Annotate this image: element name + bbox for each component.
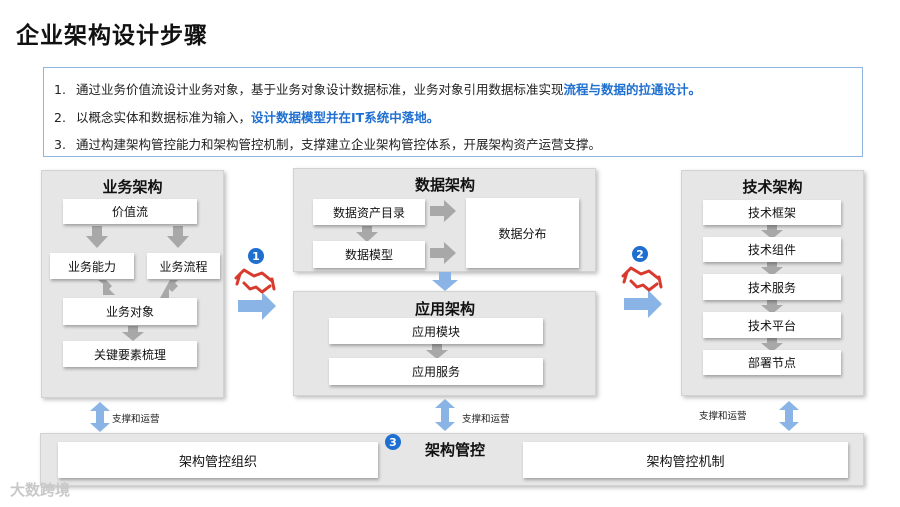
support-label-left: 支撑和运营 <box>112 414 160 425</box>
data-asset-catalog-box: 数据资产目录 <box>313 199 425 225</box>
tech-service-box: 技术服务 <box>703 274 841 300</box>
arrow-capability-to-object <box>98 280 115 295</box>
handshake-icon-right <box>621 266 663 292</box>
arrow-business-to-data <box>238 292 276 320</box>
step-3-badge: 3 <box>385 434 401 450</box>
gray-arrows <box>86 200 783 359</box>
application-module-box: 应用模块 <box>329 318 543 344</box>
step-1-badge: 1 <box>248 248 264 264</box>
arrow-component-to-service <box>761 261 783 276</box>
arrow-value-to-capability <box>86 226 108 248</box>
support-label-mid: 支撑和运营 <box>462 414 510 425</box>
governance-mechanism-box: 架构管控机制 <box>523 442 848 478</box>
business-process-box: 业务流程 <box>147 253 220 279</box>
arrow-data-to-app <box>432 272 458 291</box>
arrow-platform-to-deploy <box>761 337 783 352</box>
application-service-box: 应用服务 <box>329 358 543 385</box>
business-architecture-title: 业务架构 <box>102 178 163 196</box>
page-title: 企业架构设计步骤 <box>16 23 208 49</box>
deploy-node-box: 部署节点 <box>703 350 841 375</box>
intro-item-3: 3.通过构建架构管控能力和架构管控机制，支撑建立企业架构管控体系，开展架构资产运… <box>54 137 602 152</box>
technology-architecture-title: 技术架构 <box>742 178 803 196</box>
arrow-app-to-tech <box>624 290 662 318</box>
arrow-value-to-process <box>167 226 189 248</box>
arrow-support-right <box>779 401 799 431</box>
arrow-service-to-platform <box>761 299 783 314</box>
governance-org-box: 架构管控组织 <box>58 442 378 478</box>
arrow-model-to-distribution <box>430 242 456 264</box>
handshake-icon-left <box>234 268 276 294</box>
business-capability-box: 业务能力 <box>50 253 134 279</box>
business-object-box: 业务对象 <box>63 298 197 325</box>
governance-title: 架构管控 <box>424 441 485 459</box>
intro-item-1: 1.通过业务价值流设计业务对象，基于业务对象设计数据标准，业务对象引用数据标准实… <box>54 82 702 97</box>
arrow-object-to-key <box>122 326 144 341</box>
key-elements-box: 关键要素梳理 <box>63 341 197 367</box>
intro-box: 1.通过业务价值流设计业务对象，基于业务对象设计数据标准，业务对象引用数据标准实… <box>43 67 863 157</box>
arrow-catalog-to-distribution <box>430 200 456 222</box>
blue-arrows <box>90 272 799 432</box>
step-2-badge: 2 <box>632 246 648 262</box>
value-stream-box: 价值流 <box>63 199 197 224</box>
intro-item-2: 2.以概念实体和数据标准为输入，设计数据模型并在IT系统中落地。 <box>54 110 440 125</box>
arrow-support-left <box>90 402 110 432</box>
arrow-framework-to-component <box>761 224 783 239</box>
data-distribution-box: 数据分布 <box>466 198 579 268</box>
data-architecture-title: 数据架构 <box>414 176 475 194</box>
data-model-box: 数据模型 <box>313 241 425 268</box>
arrow-catalog-to-model <box>356 226 378 242</box>
application-architecture-title: 应用架构 <box>414 300 475 318</box>
arrow-support-mid <box>435 399 455 431</box>
arrow-module-to-service <box>426 344 448 359</box>
tech-framework-box: 技术框架 <box>703 200 841 225</box>
tech-component-box: 技术组件 <box>703 237 841 262</box>
support-label-right: 支撑和运营 <box>699 411 747 422</box>
arrow-process-to-object <box>157 280 178 301</box>
tech-platform-box: 技术平台 <box>703 312 841 338</box>
watermark: 大数跨境 <box>10 481 71 499</box>
